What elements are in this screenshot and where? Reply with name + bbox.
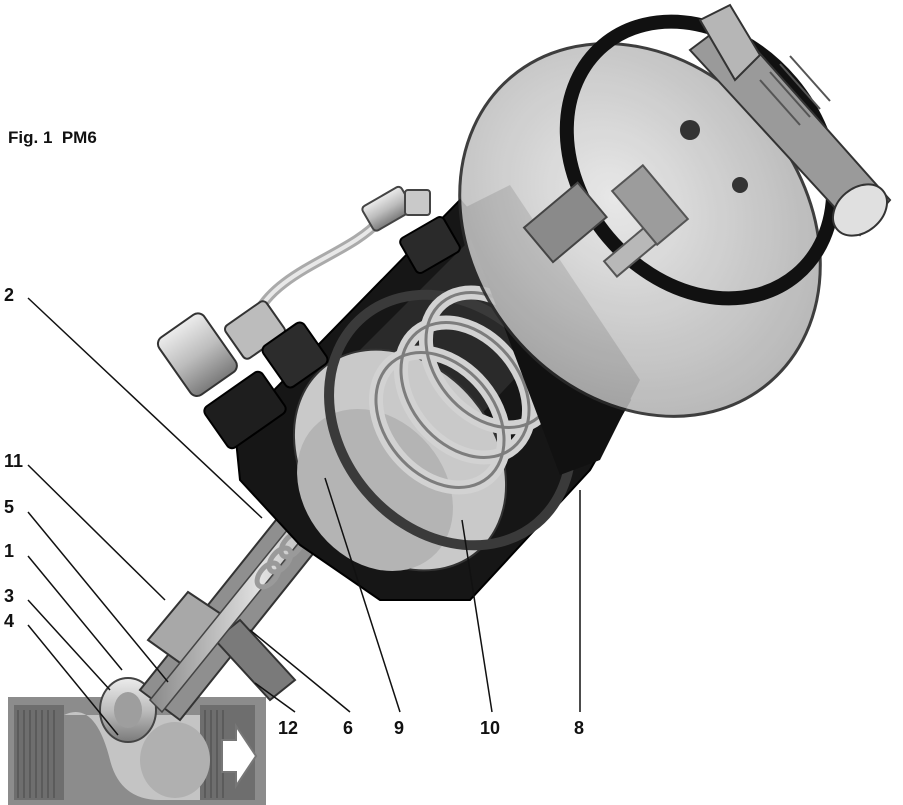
cable-gland xyxy=(688,3,892,237)
callout-1: 1 xyxy=(4,541,15,561)
figure-title: Fig. 1 PM6 xyxy=(8,128,97,147)
callout-2: 2 xyxy=(4,285,15,305)
control-head-cover xyxy=(458,14,841,418)
callout-9: 9 xyxy=(394,718,405,738)
callout-3: 3 xyxy=(4,586,15,606)
spindle-spring xyxy=(254,530,306,590)
valve-body xyxy=(8,697,266,805)
pneumatic-tube xyxy=(250,185,461,321)
air-fittings xyxy=(156,300,329,450)
callout-12: 12 xyxy=(278,718,299,738)
main-spring-shadow xyxy=(374,291,556,489)
callout-5: 5 xyxy=(4,497,15,517)
callout-8: 8 xyxy=(574,718,585,738)
callout-11: 11 xyxy=(4,451,24,471)
leader-lines xyxy=(27,297,581,736)
callout-10: 10 xyxy=(480,718,501,738)
callout-4: 4 xyxy=(4,611,15,631)
valve-plug xyxy=(99,677,157,743)
callout-6: 6 xyxy=(343,718,354,738)
